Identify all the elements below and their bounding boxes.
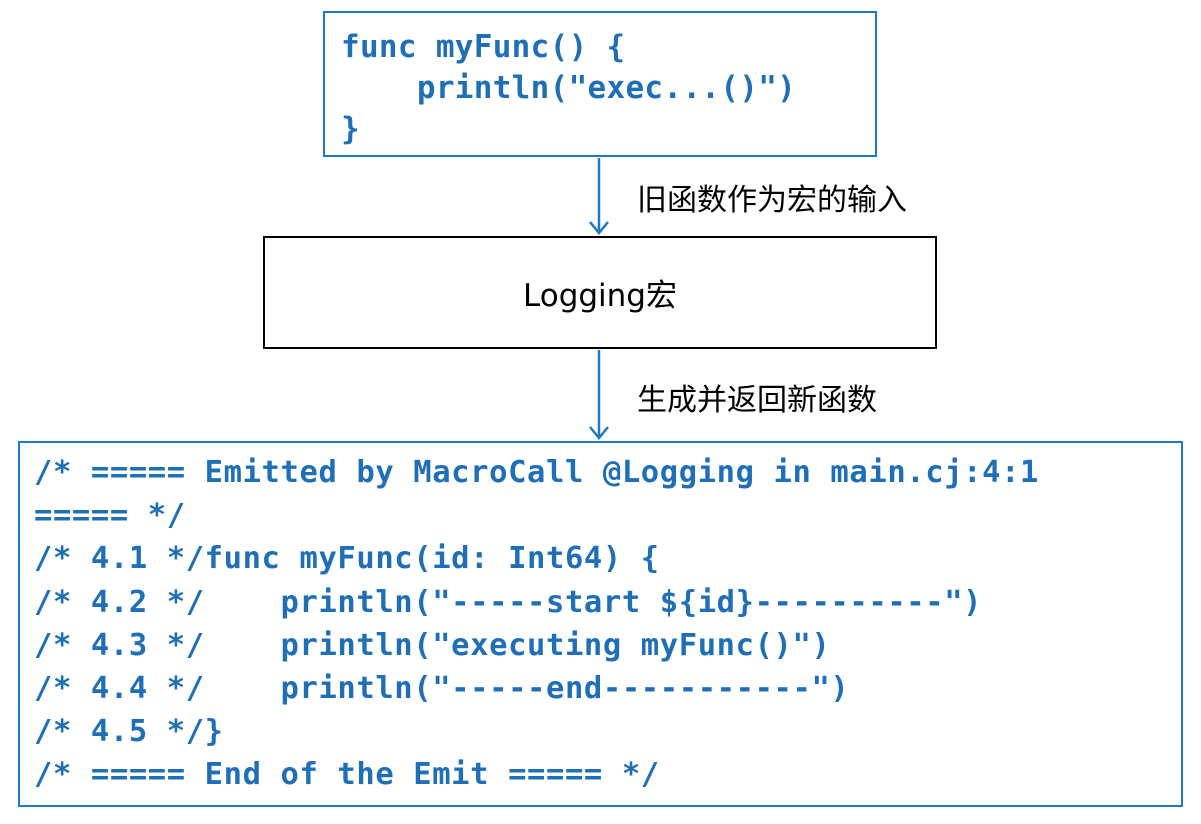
output-arrow-label: 生成并返回新函数	[637, 383, 877, 418]
arrow-macro-to-output	[589, 350, 609, 440]
logging-macro-box: Logging宏	[263, 236, 937, 349]
arrow-input-to-macro	[589, 158, 609, 235]
logging-macro-label: Logging宏	[523, 278, 677, 314]
input-arrow-label: 旧函数作为宏的输入	[637, 183, 907, 218]
output-function-box: /* ===== Emitted by MacroCall @Logging i…	[18, 441, 1183, 807]
input-function-box: func myFunc() { println("exec...()") }	[323, 11, 877, 157]
output-function-code: /* ===== Emitted by MacroCall @Logging i…	[34, 455, 1040, 793]
input-function-code: func myFunc() { println("exec...()") }	[341, 29, 797, 147]
